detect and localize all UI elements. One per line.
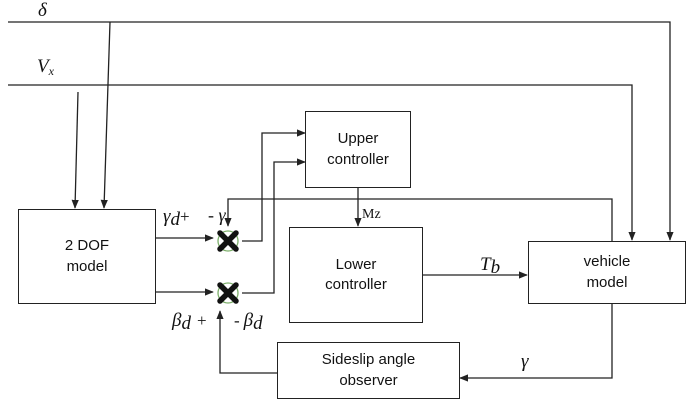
- gamma-observer-line: [459, 304, 613, 382]
- delta-to-dof: [100, 21, 111, 209]
- upper-controller-block: Upper controller: [305, 111, 411, 188]
- gamma-feedback-line: [224, 198, 613, 250]
- junction-ring: [217, 282, 239, 304]
- beta-minus-subscript: d: [253, 313, 263, 334]
- upper-controller-label: Upper controller: [327, 130, 389, 168]
- cross-icon: [217, 230, 239, 252]
- gamma-d-symbol: γ: [163, 206, 171, 227]
- gamma-error-line: [242, 129, 306, 242]
- beta-plus-sign: +: [196, 311, 207, 330]
- gamma-d-subscript: d: [170, 209, 181, 230]
- gamma-minus-text: - γ: [208, 205, 226, 225]
- gamma-plus-sign: +: [180, 207, 190, 226]
- vx-label: Vx: [37, 56, 54, 79]
- sideslip-observer-label: Sideslip angle observer: [321, 351, 416, 389]
- dof-model-block: 2 DOF model: [18, 209, 156, 304]
- gamma-junction: [217, 230, 239, 252]
- beta-minus-sign: -: [234, 311, 240, 330]
- vx-symbol: V: [37, 56, 49, 77]
- gamma-observer-symbol: γ: [521, 351, 529, 372]
- junction-ring: [217, 230, 239, 252]
- delta-symbol: δ: [38, 0, 47, 21]
- beta-minus-symbol: β: [243, 310, 254, 331]
- vx-line: [8, 84, 636, 241]
- gamma-observer-label: γ: [521, 351, 529, 373]
- vehicle-model-block: vehicle model: [528, 241, 686, 304]
- beta-minus-label: -βd: [234, 310, 263, 335]
- lower-controller-label: Lower controller: [325, 255, 387, 293]
- gamma-minus-label: - γ: [208, 205, 226, 226]
- beta-d-subscript: d: [181, 313, 191, 334]
- vx-subscript: x: [48, 64, 54, 78]
- lower-controller-block: Lower controller: [289, 227, 423, 323]
- delta-line: [8, 21, 674, 241]
- beta-junction: [217, 282, 239, 304]
- beta-d-symbol: β: [172, 310, 182, 331]
- vx-to-dof: [71, 91, 79, 209]
- sideslip-observer-block: Sideslip angle observer: [277, 342, 460, 399]
- mz-label: Mz: [362, 207, 381, 223]
- beta-error-line: [242, 158, 306, 294]
- dof-model-label: 2 DOF model: [64, 237, 110, 275]
- tb-symbol: T: [480, 254, 491, 275]
- beta-d-plus-label: βd +: [172, 310, 207, 335]
- tb-label: Tb: [480, 254, 500, 279]
- gamma-d-plus-label: γd+: [163, 206, 190, 231]
- tb-subscript: b: [490, 257, 501, 278]
- beta-feedback-line: [216, 310, 277, 374]
- cross-icon: [217, 282, 239, 304]
- vehicle-model-label: vehicle model: [583, 253, 631, 291]
- delta-label: δ: [38, 0, 47, 22]
- mz-text: Mz: [362, 207, 381, 222]
